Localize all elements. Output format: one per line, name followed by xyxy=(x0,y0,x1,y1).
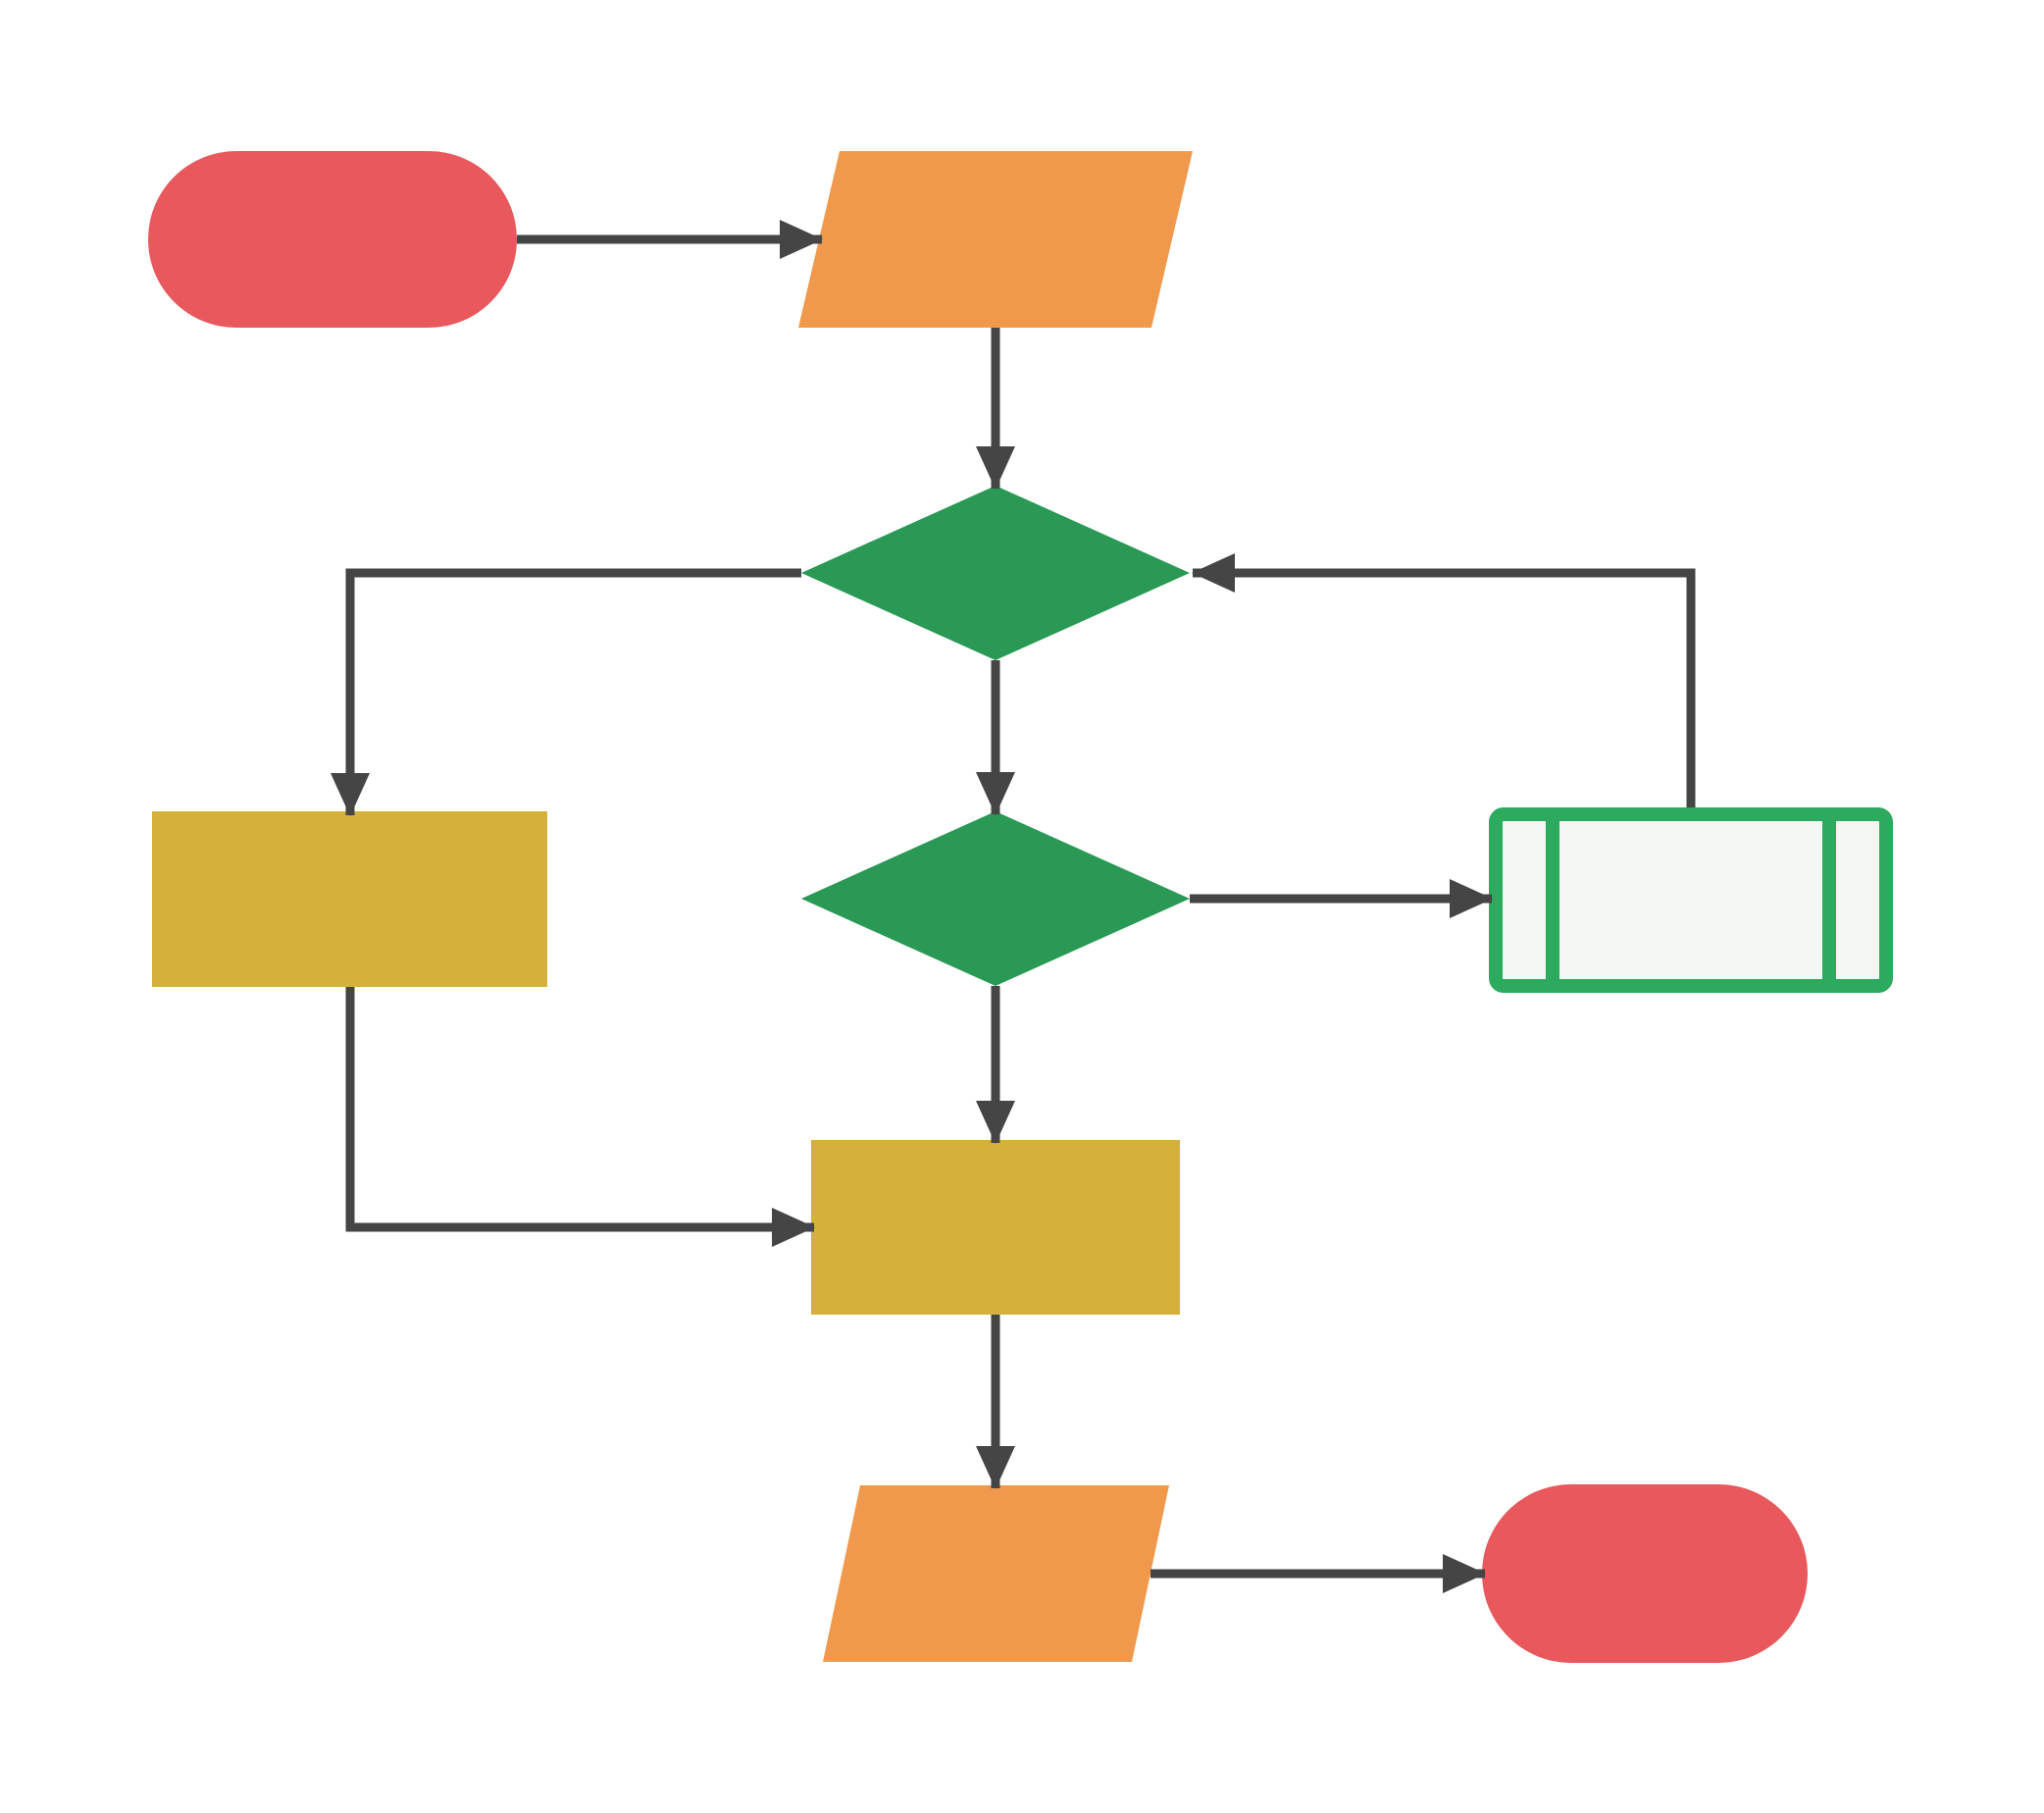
connector-decision-top-to-process-left xyxy=(331,568,801,816)
flowchart-connectors xyxy=(331,220,1696,1593)
input-output-top-node xyxy=(798,151,1193,328)
predefined-process-outline xyxy=(1489,807,1893,993)
decision-middle-node xyxy=(801,811,1190,986)
decision-top-node xyxy=(801,486,1190,660)
flowchart-nodes xyxy=(148,151,1893,1663)
end-terminator-node xyxy=(1482,1484,1808,1663)
process-left-node xyxy=(152,811,547,987)
connector-process-left-to-process-center xyxy=(345,987,815,1247)
process-center-node xyxy=(811,1140,1180,1315)
input-output-bottom-node xyxy=(823,1485,1169,1662)
start-terminator-node xyxy=(148,151,517,328)
connector-predefined-to-decision-top xyxy=(1192,553,1696,807)
predefined-process-node xyxy=(1489,807,1893,993)
